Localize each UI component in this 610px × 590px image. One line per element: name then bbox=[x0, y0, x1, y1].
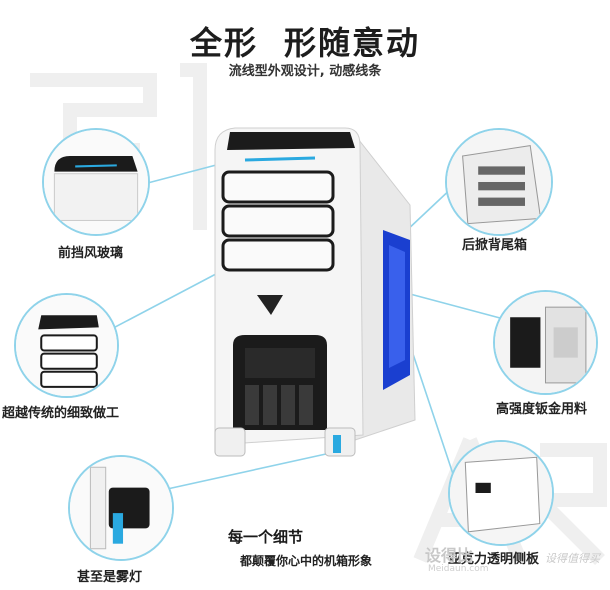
callout-craft bbox=[14, 293, 119, 398]
watermark-site: Meidaun.com bbox=[428, 564, 489, 574]
label-craft: 超越传统的细致做工 bbox=[2, 406, 120, 421]
label-sheet-metal: 高强度钣金用料 bbox=[496, 402, 588, 417]
bottom-subtitle: 都颠覆你心中的机箱形象 bbox=[240, 554, 373, 568]
callout-acrylic bbox=[448, 440, 554, 546]
watermark-secondary: 设得值得买 bbox=[545, 552, 600, 565]
windshield-detail-image bbox=[44, 130, 148, 234]
rear-box-detail-image bbox=[447, 130, 551, 234]
headline: 全形形随意动 bbox=[0, 18, 610, 64]
label-rear-box: 后掀背尾箱 bbox=[462, 238, 528, 253]
callout-windshield bbox=[42, 128, 150, 236]
callout-sheet-metal bbox=[493, 290, 598, 395]
acrylic-detail-image bbox=[450, 442, 552, 544]
bottom-title: 每一个细节 bbox=[228, 528, 304, 546]
pc-case-image bbox=[214, 127, 416, 457]
sheet-metal-detail-image bbox=[495, 292, 596, 393]
label-windshield: 前挡风玻璃 bbox=[58, 246, 124, 261]
label-acrylic: 亚克力透明侧板 bbox=[448, 552, 540, 567]
callout-rear-box bbox=[445, 128, 553, 236]
subheadline: 流线型外观设计, 动感线条 bbox=[228, 64, 382, 79]
craft-detail-image bbox=[16, 295, 117, 396]
headline-part-2: 形随意动 bbox=[284, 24, 421, 62]
watermark-logo: 设得比 bbox=[425, 546, 474, 565]
callout-fog-light bbox=[68, 455, 174, 561]
headline-part-1: 全形 bbox=[189, 24, 258, 62]
fog-light-detail-image bbox=[70, 457, 172, 559]
label-fog-light: 甚至是雾灯 bbox=[77, 570, 143, 585]
